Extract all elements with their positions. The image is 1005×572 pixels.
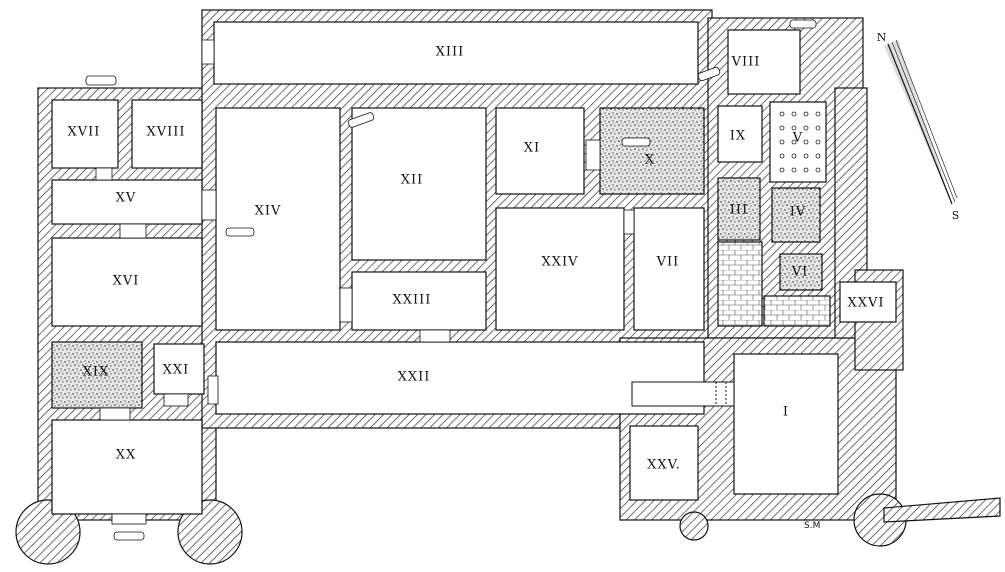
label-xi: XI [524,141,540,156]
doorways [95,39,635,525]
label-xii: XII [401,173,424,188]
label-ix: IX [730,129,746,144]
label-xvi: XVI [113,274,140,289]
label-xx: XX [116,448,137,463]
signature: S.M [804,521,820,531]
label-xxi: XXI [163,363,190,378]
room-xvi [51,237,203,327]
room-x [599,107,705,195]
label-xviii: XVIII [146,125,185,140]
room-xxvi [839,281,897,323]
room-xxiii [351,271,487,331]
label-xiv: XIV [255,204,282,219]
label-xvii: XVII [68,125,101,140]
find-markers [85,19,817,541]
label-iv: IV [790,205,807,220]
room-xi [495,107,585,195]
room-xxi [153,343,205,395]
room-viii [727,29,801,95]
label-xix: XIX [83,365,110,380]
room-i [733,353,839,495]
compass-rose: N S [877,31,961,222]
room-ix [717,105,763,163]
room-xix [51,341,143,409]
room-xviii [131,99,203,169]
label-v: V [792,131,803,146]
compass-south-label: S [952,209,961,222]
label-vii: VII [656,255,680,270]
label-xxvi: XXVI [847,296,884,311]
label-xv: XV [116,191,137,206]
label-xxv: XXV. [647,458,681,473]
room-xxv [629,425,699,501]
room-iv [771,187,821,243]
room-xvii [51,99,119,169]
label-xxii: XXII [398,370,431,385]
room-xiii [213,21,699,85]
label-viii: VIII [731,55,761,70]
room-vii [633,207,705,331]
label-xxiii: XXIII [393,293,432,308]
paved-area [717,241,763,327]
passage [631,381,735,407]
compass-north-label: N [877,31,888,44]
room-xiv [215,107,341,331]
room-vi [779,253,823,291]
hypocaust-pillars [779,111,821,173]
room-xv [51,179,203,225]
label-iii: III [730,203,748,218]
room-xxiv [495,207,625,331]
paved-area-south [763,295,831,327]
room-iii [717,177,761,241]
label-x: X [645,153,655,168]
label-xiii: XIII [436,45,465,60]
room-xxii [215,341,705,415]
label-i: I [783,405,789,420]
room-xx [51,419,203,515]
label-vi: VI [791,265,809,280]
label-xxiv: XXIV [541,255,578,270]
room-xii [351,107,487,261]
